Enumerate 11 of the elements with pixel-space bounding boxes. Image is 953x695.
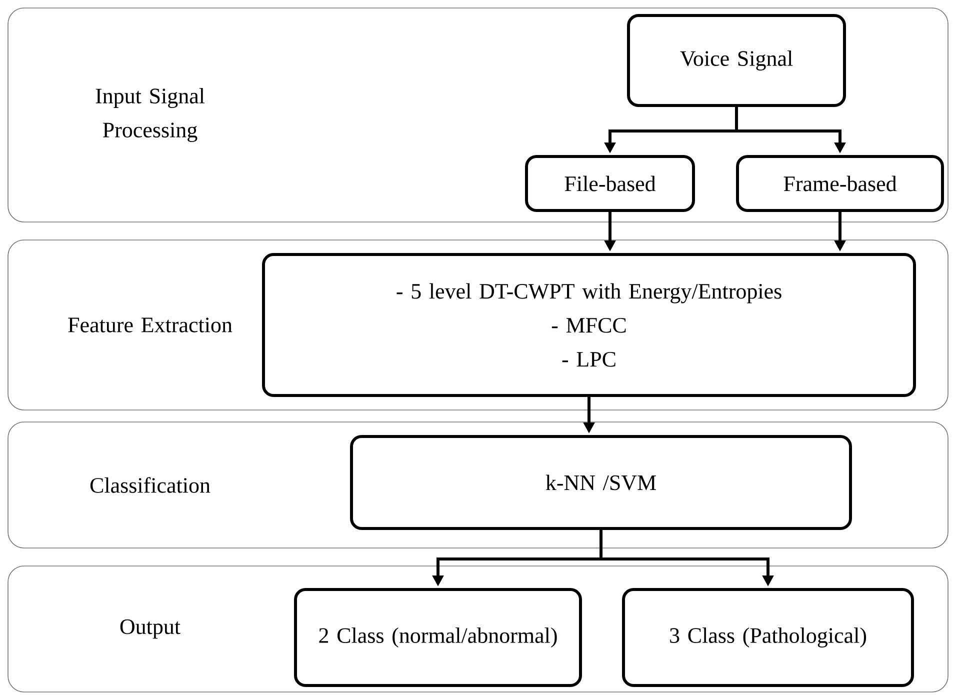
process-box: Frame-based — [736, 155, 944, 212]
process-box: Voice Signal — [627, 14, 846, 107]
process-box: k-NN /SVM — [350, 435, 852, 530]
stage-label: Output — [120, 619, 180, 639]
stage-label: Input Signal Processing — [96, 88, 205, 142]
process-box: - 5 level DT-CWPT with Energy/Entropies - MFCC - LPC — [262, 253, 916, 397]
process-box: 2 Class (normal/abnormal) — [294, 588, 582, 687]
stage-label: Classification — [90, 477, 210, 493]
stage-label: Feature Extraction — [68, 318, 232, 332]
process-box: File-based — [525, 155, 695, 212]
process-box: 3 Class (Pathological) — [622, 588, 914, 687]
